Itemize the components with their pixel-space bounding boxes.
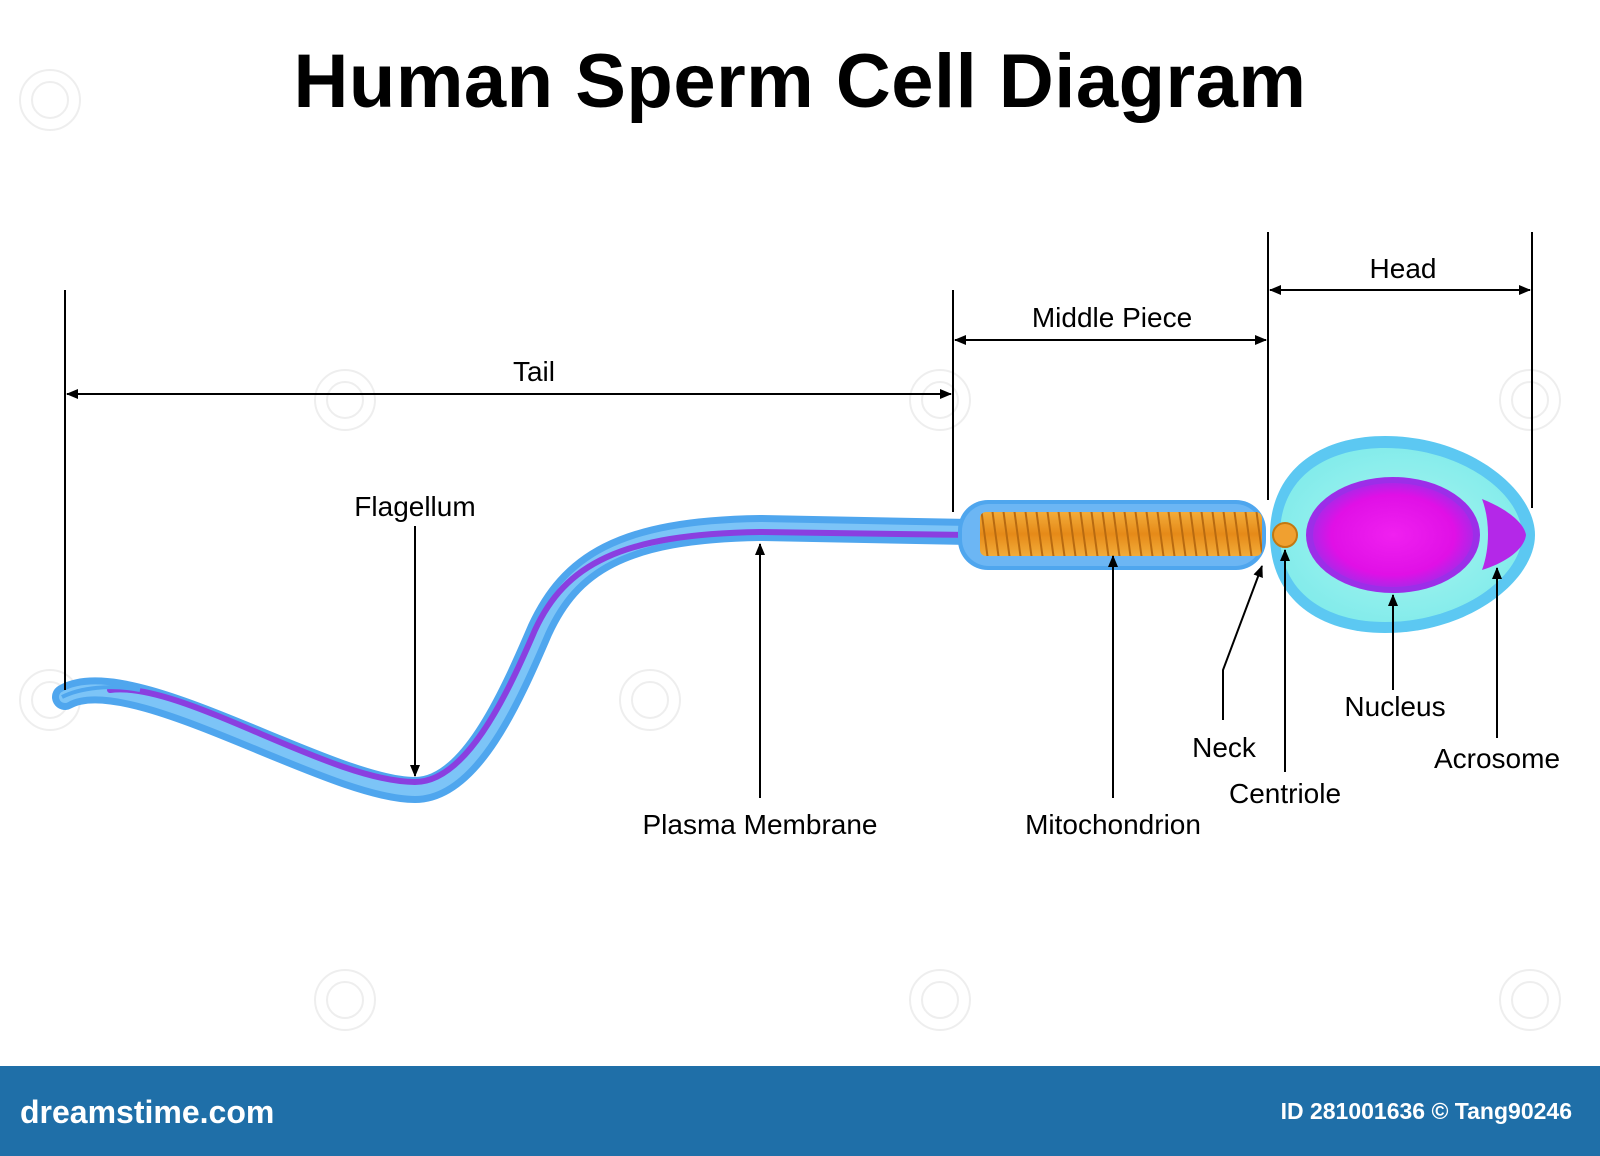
centriole-label: Centriole bbox=[1229, 778, 1341, 809]
footer-bar: dreamstime.com ID 281001636 © Tang90246 bbox=[0, 1066, 1600, 1156]
page-title: Human Sperm Cell Diagram bbox=[293, 39, 1307, 124]
footer-stock-id: ID 281001636 © Tang90246 bbox=[1280, 1098, 1572, 1124]
neck-label: Neck bbox=[1192, 732, 1257, 763]
flagellum-label: Flagellum bbox=[354, 491, 475, 522]
acrosome-label: Acrosome bbox=[1434, 743, 1560, 774]
centriole-shape bbox=[1272, 522, 1298, 548]
middle-piece-label: Middle Piece bbox=[1032, 302, 1192, 333]
plasma-membrane-label: Plasma Membrane bbox=[643, 809, 878, 840]
head-label: Head bbox=[1370, 253, 1437, 284]
neck-leader bbox=[1222, 565, 1263, 720]
nucleus-label: Nucleus bbox=[1344, 691, 1445, 722]
nucleus-core bbox=[1313, 483, 1473, 587]
mitochondrion-label: Mitochondrion bbox=[1025, 809, 1201, 840]
tail-tip bbox=[61, 685, 141, 699]
tail-membrane bbox=[52, 514, 983, 804]
flagellum-core bbox=[107, 528, 973, 786]
mitochondria-coil bbox=[980, 512, 1262, 556]
tail-label: Tail bbox=[513, 356, 555, 387]
acrosome-shape bbox=[1482, 499, 1526, 570]
footer-brand[interactable]: dreamstime.com bbox=[20, 1094, 275, 1130]
watermark-pattern bbox=[19, 69, 1561, 1031]
